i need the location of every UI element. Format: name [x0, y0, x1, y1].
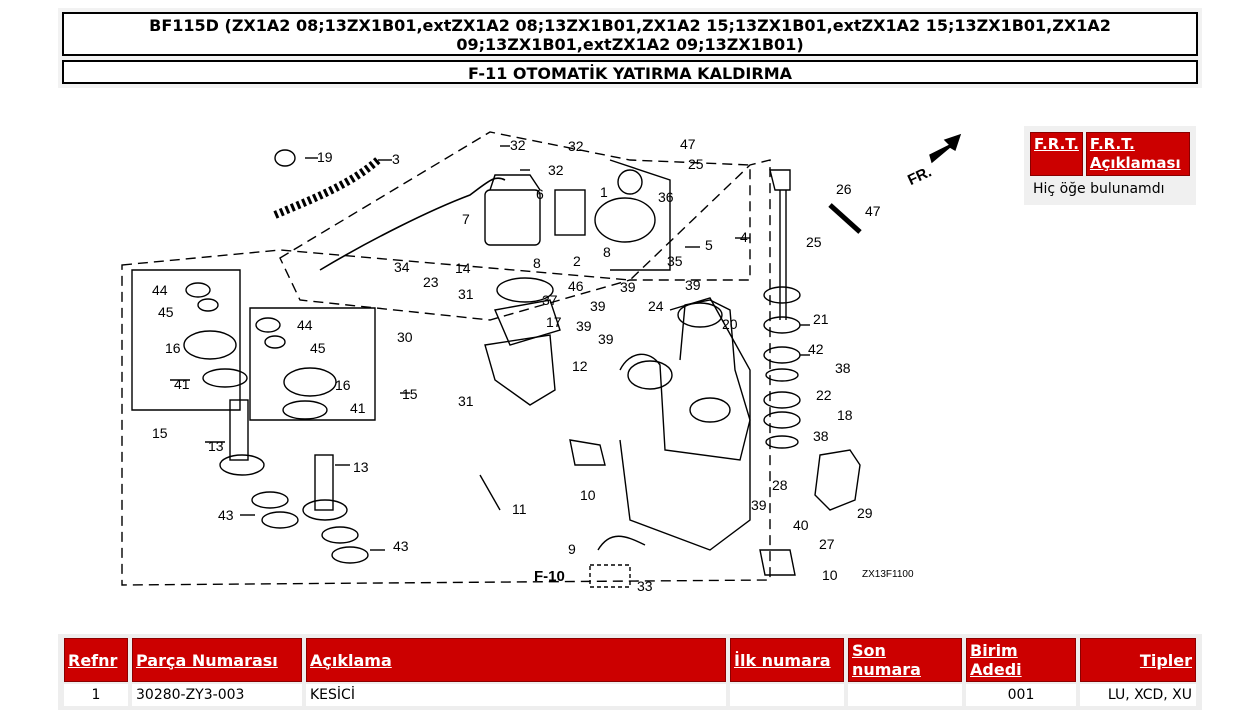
callout-1[interactable]: 1 — [600, 184, 608, 200]
frt-empty-message: Hiç öğe bulunamdı — [1030, 179, 1190, 199]
callout-45a[interactable]: 45 — [158, 304, 174, 320]
exploded-view-drawing: 19 3 32 32 32 6 1 36 7 5 4 8 8 2 35 34 1… — [121, 131, 962, 594]
callout-10a[interactable]: 10 — [580, 487, 596, 503]
callout-45b[interactable]: 45 — [310, 340, 326, 356]
callout-3[interactable]: 3 — [392, 151, 400, 167]
section-title: F-11 OTOMATİK YATIRMA KALDIRMA — [62, 60, 1198, 84]
callout-16a[interactable]: 16 — [165, 340, 181, 356]
callout-41b[interactable]: 41 — [350, 400, 366, 416]
callout-46[interactable]: 46 — [568, 278, 584, 294]
callout-21[interactable]: 21 — [813, 311, 829, 327]
callout-8b[interactable]: 8 — [533, 255, 541, 271]
callout-22[interactable]: 22 — [816, 387, 832, 403]
cell-refnr: 1 — [64, 684, 128, 706]
cell-last-number — [848, 684, 962, 706]
cell-description: KESİCİ — [306, 684, 726, 706]
callout-44a[interactable]: 44 — [152, 282, 168, 298]
callout-43a[interactable]: 43 — [218, 507, 234, 523]
callout-16b[interactable]: 16 — [335, 377, 351, 393]
callout-13a[interactable]: 13 — [208, 438, 224, 454]
column-part-number[interactable]: Parça Numarası — [132, 638, 302, 682]
callout-38a[interactable]: 38 — [835, 360, 851, 376]
callout-39b[interactable]: 39 — [620, 279, 636, 295]
parts-diagram[interactable]: 19 3 32 32 32 6 1 36 7 5 4 8 8 2 35 34 1… — [110, 120, 970, 610]
model-title: BF115D (ZX1A2 08;13ZX1B01,extZX1A2 08;13… — [62, 12, 1198, 56]
callout-31b[interactable]: 31 — [458, 393, 474, 409]
diagram-code: ZX13F1100 — [862, 569, 914, 580]
callout-27[interactable]: 27 — [819, 536, 835, 552]
callout-11[interactable]: 11 — [512, 501, 527, 517]
callout-37[interactable]: 37 — [542, 292, 558, 308]
callout-47b[interactable]: 47 — [865, 203, 881, 219]
frt-description-column-header[interactable]: F.R.T. Açıklaması — [1085, 132, 1190, 176]
callout-44b[interactable]: 44 — [297, 317, 313, 333]
callout-32c[interactable]: 32 — [548, 162, 564, 178]
callout-23[interactable]: 23 — [423, 274, 439, 290]
callout-47a[interactable]: 47 — [680, 136, 696, 152]
table-row[interactable]: 1 30280-ZY3-003 KESİCİ 001 LU, XCD, XU — [64, 684, 1196, 706]
callout-39e[interactable]: 39 — [598, 331, 614, 347]
column-description[interactable]: Açıklama — [306, 638, 726, 682]
column-first-number[interactable]: İlk numara — [730, 638, 844, 682]
callout-14[interactable]: 14 — [455, 260, 471, 276]
callout-25a[interactable]: 25 — [688, 156, 704, 172]
callout-33[interactable]: 33 — [637, 578, 653, 594]
callout-32a[interactable]: 32 — [510, 137, 526, 153]
parts-list: Refnr Parça Numarası Açıklama İlk numara… — [58, 634, 1202, 710]
callout-15a[interactable]: 15 — [152, 425, 168, 441]
callout-24[interactable]: 24 — [648, 298, 664, 314]
callout-28[interactable]: 28 — [772, 477, 788, 493]
callout-42[interactable]: 42 — [808, 341, 824, 357]
callout-18[interactable]: 18 — [837, 407, 853, 423]
callout-2[interactable]: 2 — [573, 253, 581, 269]
column-unit-quantity[interactable]: Birim Adedi — [966, 638, 1076, 682]
callout-38b[interactable]: 38 — [813, 428, 829, 444]
fr-label: FR. — [905, 163, 934, 189]
callout-32b[interactable]: 32 — [568, 138, 584, 154]
frt-panel: F.R.T. F.R.T. Açıklaması Hiç öğe bulunam… — [1024, 126, 1196, 205]
cell-first-number — [730, 684, 844, 706]
frt-table: F.R.T. F.R.T. Açıklaması Hiç öğe bulunam… — [1027, 129, 1193, 202]
callout-20[interactable]: 20 — [722, 316, 738, 332]
callout-39d[interactable]: 39 — [576, 318, 592, 334]
callout-17[interactable]: 17 — [546, 314, 562, 330]
callout-5[interactable]: 5 — [705, 237, 713, 253]
callout-40[interactable]: 40 — [793, 517, 809, 533]
callout-34[interactable]: 34 — [394, 259, 410, 275]
callout-31a[interactable]: 31 — [458, 286, 474, 302]
column-last-number[interactable]: Son numara — [848, 638, 962, 682]
cell-part-number[interactable]: 30280-ZY3-003 — [132, 684, 302, 706]
callout-25b[interactable]: 25 — [806, 234, 822, 250]
callout-43b[interactable]: 43 — [393, 538, 409, 554]
callout-39c[interactable]: 39 — [590, 298, 606, 314]
callout-7[interactable]: 7 — [462, 211, 470, 227]
callout-26[interactable]: 26 — [836, 181, 852, 197]
column-types[interactable]: Tipler — [1080, 638, 1196, 682]
callout-41a[interactable]: 41 — [174, 376, 190, 392]
callout-12[interactable]: 12 — [572, 358, 588, 374]
callout-6[interactable]: 6 — [536, 186, 544, 202]
callout-4[interactable]: 4 — [740, 229, 748, 245]
callout-10b[interactable]: 10 — [822, 567, 838, 583]
parts-table: Refnr Parça Numarası Açıklama İlk numara… — [60, 636, 1200, 708]
callout-9[interactable]: 9 — [568, 541, 576, 557]
callout-30[interactable]: 30 — [397, 329, 413, 345]
callout-13b[interactable]: 13 — [353, 459, 369, 475]
callout-39f[interactable]: 39 — [751, 497, 767, 513]
cell-types: LU, XCD, XU — [1080, 684, 1196, 706]
callout-29[interactable]: 29 — [857, 505, 873, 521]
frt-column-header[interactable]: F.R.T. — [1030, 132, 1083, 176]
callout-35[interactable]: 35 — [667, 253, 683, 269]
callout-19[interactable]: 19 — [317, 149, 333, 165]
title-panel: BF115D (ZX1A2 08;13ZX1B01,extZX1A2 08;13… — [58, 8, 1202, 88]
callout-39a[interactable]: 39 — [685, 277, 701, 293]
cell-unit-quantity: 001 — [966, 684, 1076, 706]
callout-8a[interactable]: 8 — [603, 244, 611, 260]
column-refnr[interactable]: Refnr — [64, 638, 128, 682]
ref-label[interactable]: F-10 — [534, 568, 565, 585]
callout-15b[interactable]: 15 — [402, 386, 418, 402]
callout-36[interactable]: 36 — [658, 189, 674, 205]
